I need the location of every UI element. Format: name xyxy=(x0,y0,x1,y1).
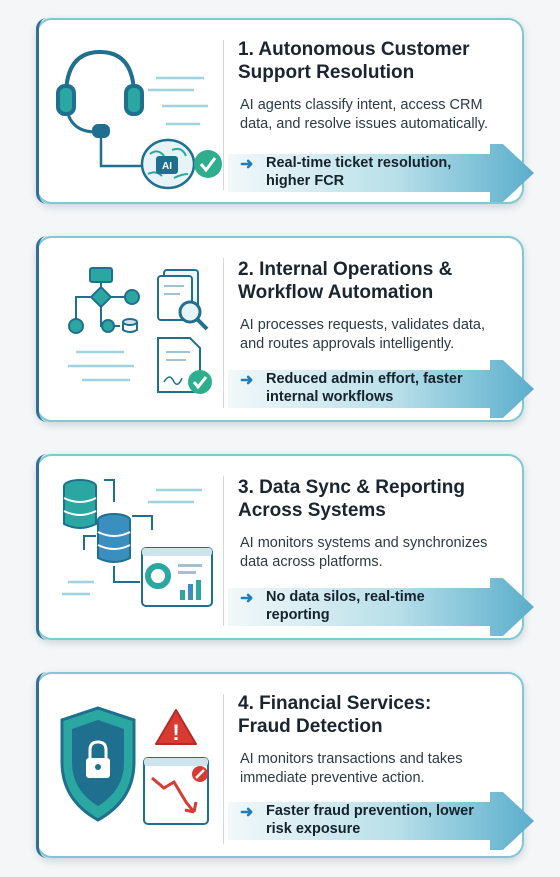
card-outcome: No data silos, real-time reporting xyxy=(266,589,425,623)
arrow-right-icon: ➜ xyxy=(240,590,254,607)
card-description: AI processes requests, validates data, a… xyxy=(240,317,486,352)
card-divider xyxy=(223,476,224,626)
card-outcome: Real-time ticket resolution, higher FCR xyxy=(266,155,452,189)
outcome-arrow xyxy=(228,144,534,202)
svg-text:!: ! xyxy=(172,720,179,745)
flowchart-icon xyxy=(68,267,140,334)
card-title: 2. Internal Operations & Workflow Automa… xyxy=(238,259,453,303)
arrow-right-icon: ➜ xyxy=(240,372,254,389)
card-divider xyxy=(223,258,224,408)
outcome-arrow xyxy=(228,360,534,418)
card-description: AI monitors systems and synchronizes dat… xyxy=(240,535,488,570)
arrow-right-icon: ➜ xyxy=(240,156,254,173)
use-case-card-3: 3. Data Sync & Reporting Across Systems … xyxy=(36,454,534,640)
connector-line xyxy=(99,136,142,168)
outcome-arrow xyxy=(228,578,534,636)
card-outcome: Reduced admin effort, faster internal wo… xyxy=(266,371,463,405)
card-description: AI monitors transactions and takes immed… xyxy=(240,751,463,786)
fraud-detection-illustration: ! xyxy=(60,706,209,825)
speed-lines xyxy=(68,350,134,382)
use-case-card-1: AI 1. Autonomous Customer Support Resolu… xyxy=(36,18,534,204)
arrow-right-icon: ➜ xyxy=(240,804,254,821)
card-outcome: Faster fraud prevention, lower risk expo… xyxy=(266,803,474,837)
speed-lines xyxy=(148,76,208,126)
ai-brain-icon: AI xyxy=(140,138,196,190)
document-search-icon xyxy=(157,269,209,331)
use-case-card-2: 2. Internal Operations & Workflow Automa… xyxy=(36,236,534,422)
sync-arrows xyxy=(83,479,153,550)
card-description: AI agents classify intent, access CRM da… xyxy=(240,97,488,132)
warning-icon: ! xyxy=(155,709,197,745)
data-sync-illustration xyxy=(62,479,213,607)
card-title: 3. Data Sync & Reporting Across Systems xyxy=(238,477,465,521)
card-title: 1. Autonomous Customer Support Resolutio… xyxy=(238,39,470,83)
operations-illustration xyxy=(68,267,212,394)
ai-chip-label: AI xyxy=(162,161,172,172)
card-title: 4. Financial Services: Fraud Detection xyxy=(238,693,432,737)
database-icon xyxy=(63,479,131,563)
use-case-card-4: ! 4. Financial Services: Fraud Detection… xyxy=(36,672,534,858)
declining-chart-icon xyxy=(143,757,209,825)
outcome-arrow xyxy=(228,792,534,850)
document-check-icon xyxy=(157,337,212,394)
card-divider xyxy=(223,694,224,844)
connector-line xyxy=(113,566,140,583)
checkmark-icon xyxy=(194,150,222,178)
headset-icon xyxy=(56,49,144,138)
lock-icon xyxy=(86,740,110,778)
speed-lines xyxy=(62,488,202,596)
support-illustration: AI xyxy=(56,49,222,190)
card-divider xyxy=(223,40,224,190)
dashboard-icon xyxy=(141,547,213,607)
